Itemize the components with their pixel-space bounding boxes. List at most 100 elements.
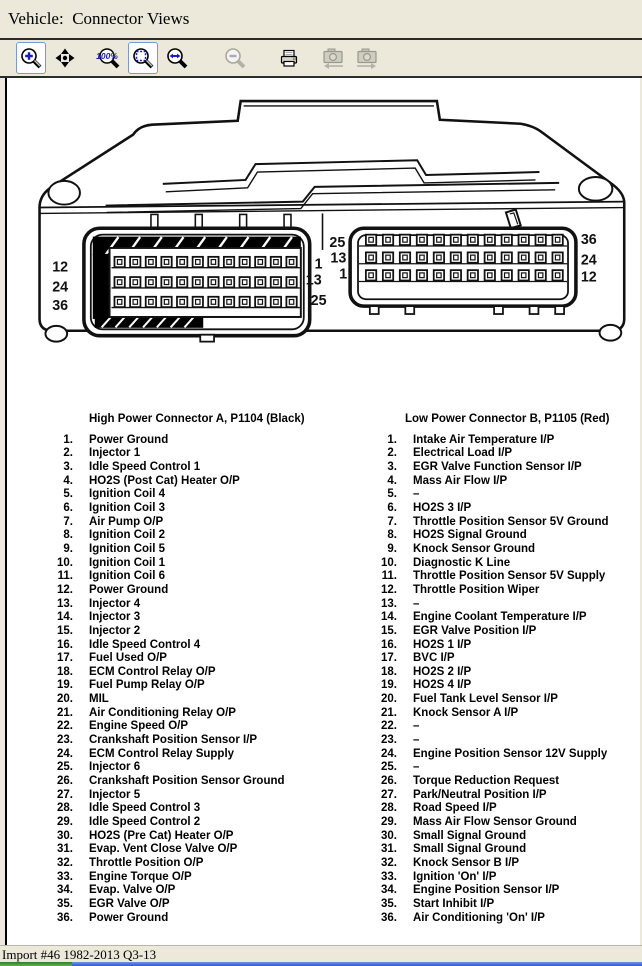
pin-number: 10. (57, 556, 73, 569)
pin-number: 28. (381, 802, 397, 815)
pin-function: Park/Neutral Position I/P (413, 788, 547, 801)
pin-number: 24. (57, 747, 73, 760)
pin-row: 27. Park/Neutral Position I/P (367, 789, 637, 803)
pin-number: 32. (57, 857, 73, 869)
connector-b-pin-list: 1. Intake Air Temperature I/P 2. Electri… (367, 434, 637, 926)
pin-row: 18. HO2S 2 I/P (367, 666, 637, 680)
pin-row: 22. Engine Speed O/P (43, 720, 331, 734)
connector-a-right-label-25: 25 (311, 293, 327, 309)
pin-number: 33. (57, 870, 73, 883)
pin-function: Injector 5 (89, 788, 141, 801)
zoom-in-button[interactable] (16, 42, 46, 74)
pinout-lists: High Power Connector A, P1104 (Black) 1.… (7, 413, 640, 925)
pin-number: 31. (381, 843, 397, 856)
pin-number: 15. (381, 624, 397, 637)
next-view-icon (357, 48, 377, 69)
pin-number: 12. (57, 583, 73, 596)
pin-row: 4. HO2S (Post Cat) Heater O/P (43, 475, 331, 489)
pin-function: Air Conditioning Relay O/P (89, 706, 236, 719)
pin-number: 20. (57, 693, 73, 706)
start-button-edge[interactable] (0, 962, 72, 966)
pin-number: 14. (381, 611, 397, 624)
pin-row: 15. EGR Valve Position I/P (367, 625, 637, 639)
pin-row: 22. – (367, 720, 637, 734)
pin-number: 5. (387, 488, 397, 501)
pin-row: 33. Engine Torque O/P (43, 871, 331, 885)
pin-function: Power Ground (89, 583, 169, 596)
pin-function: – (413, 734, 420, 747)
pin-row: 29. Mass Air Flow Sensor Ground (367, 816, 637, 830)
pin-row: 6. HO2S 3 I/P (367, 502, 637, 516)
zoom-fit-button[interactable] (128, 42, 158, 74)
pin-function: Engine Speed O/P (89, 720, 189, 733)
pin-function: Idle Speed Control 4 (89, 638, 201, 651)
pin-row: 20. MIL (43, 693, 331, 707)
pin-row: 13. Injector 4 (43, 598, 331, 612)
pin-number: 35. (57, 897, 73, 910)
taskbar-strip (72, 962, 642, 966)
connector-b-pinout: Low Power Connector B, P1105 (Red) 1. In… (367, 413, 637, 925)
zoom-out-button[interactable] (220, 42, 250, 74)
pin-row: 12. Power Ground (43, 584, 331, 598)
zoom-width-button[interactable] (162, 42, 192, 74)
pin-number: 9. (63, 542, 73, 555)
pin-row: 34. Evap. Valve O/P (43, 884, 331, 898)
zoom-100-button[interactable]: 100% (94, 42, 124, 74)
print-icon (280, 49, 298, 67)
pin-function: – (413, 597, 420, 610)
zoom-100-icon: 100% (96, 48, 120, 69)
pin-function: Road Speed I/P (413, 802, 497, 815)
pin-row: 11. Ignition Coil 6 (43, 570, 331, 584)
pin-row: 25. Injector 6 (43, 761, 331, 775)
connector-a-title: High Power Connector A, P1104 (Black) (89, 413, 305, 425)
toolbar: 100% (0, 38, 642, 78)
pin-row: 23. Crankshaft Position Sensor I/P (43, 734, 331, 748)
pin-number: 24. (381, 747, 397, 760)
pin-row: 30. Small Signal Ground (367, 830, 637, 844)
pin-number: 28. (57, 802, 73, 815)
next-view-button[interactable] (352, 42, 382, 74)
connector-a-right-label-13: 13 (306, 272, 322, 288)
pin-function: Idle Speed Control 2 (89, 816, 201, 829)
connector-a-right-label-1: 1 (315, 257, 323, 273)
pin-row: 2. Electrical Load I/P (367, 447, 637, 461)
pan-button[interactable] (50, 42, 80, 74)
pin-number: 25. (381, 761, 397, 774)
pin-row: 26. Torque Reduction Request (367, 775, 637, 789)
pin-function: Knock Sensor Ground (413, 542, 536, 555)
pin-function: ECM Control Relay O/P (89, 665, 216, 678)
pin-function: HO2S (Pre Cat) Heater O/P (89, 829, 234, 842)
pin-function: Ignition Coil 6 (89, 570, 166, 583)
pin-row: 4. Mass Air Flow I/P (367, 475, 637, 489)
pin-row: 34. Engine Position Sensor I/P (367, 884, 637, 898)
pin-row: 35. Start Inhibit I/P (367, 898, 637, 912)
pin-number: 29. (57, 816, 73, 829)
pin-function: Evap. Valve O/P (89, 884, 176, 897)
pin-number: 5. (63, 488, 73, 501)
prev-view-button[interactable] (318, 42, 348, 74)
pin-row: 9. Knock Sensor Ground (367, 543, 637, 557)
pin-number: 22. (381, 720, 397, 733)
pin-number: 20. (381, 693, 397, 706)
pin-number: 8. (387, 529, 397, 542)
pin-row: 31. Evap. Vent Close Valve O/P (43, 843, 331, 857)
pin-number: 3. (387, 460, 397, 473)
pin-number: 18. (381, 665, 397, 678)
pin-row: 5. – (367, 488, 637, 502)
window-title: Vehicle: Connector Views (0, 0, 642, 38)
pin-row: 8. Ignition Coil 2 (43, 529, 331, 543)
pin-row: 21. Air Conditioning Relay O/P (43, 707, 331, 721)
pin-row: 21. Knock Sensor A I/P (367, 707, 637, 721)
pin-row: 30. HO2S (Pre Cat) Heater O/P (43, 830, 331, 844)
pin-number: 17. (57, 652, 73, 665)
pin-function: ECM Control Relay Supply (89, 747, 235, 760)
pin-function: Air Conditioning 'On' I/P (413, 911, 545, 924)
print-button[interactable] (274, 42, 304, 74)
taskbar-edge (0, 962, 642, 966)
pin-function: Idle Speed Control 3 (89, 802, 201, 815)
pin-row: 17. BVC I/P (367, 652, 637, 666)
pin-number: 30. (57, 829, 73, 842)
pin-function: Knock Sensor A I/P (413, 706, 519, 719)
pin-function: Ignition Coil 2 (89, 529, 166, 542)
pin-row: 13. – (367, 598, 637, 612)
